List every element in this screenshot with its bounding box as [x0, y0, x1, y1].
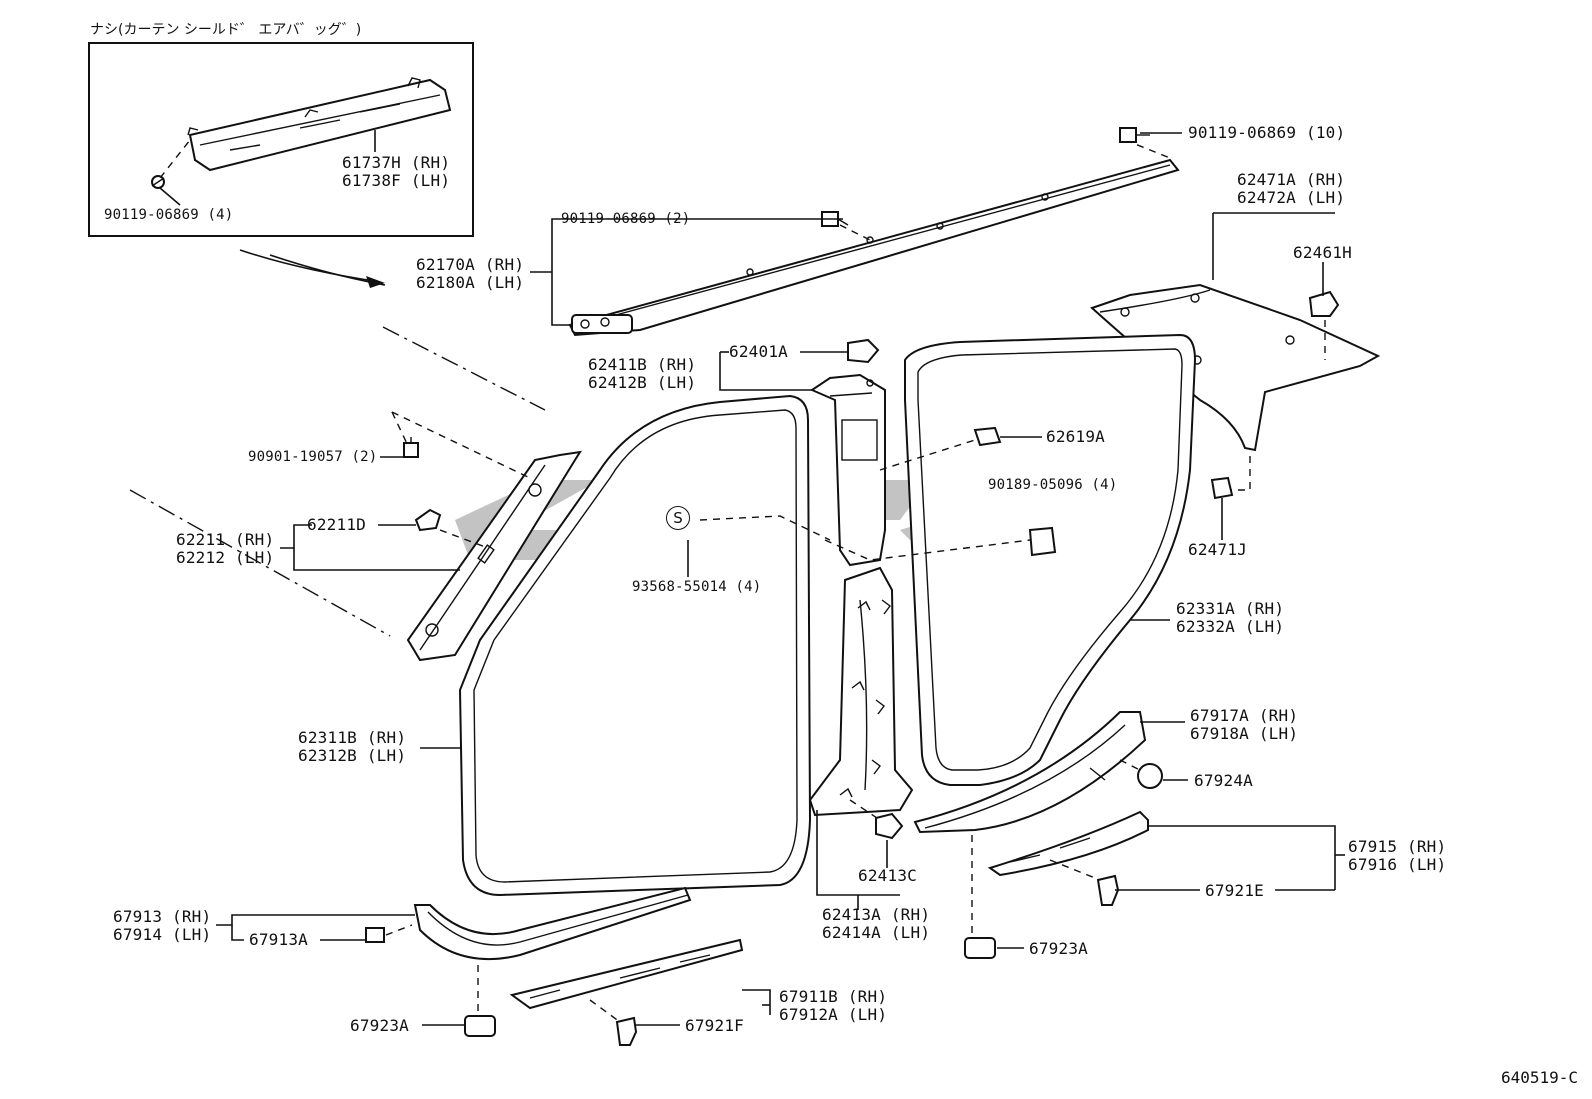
front-scuff-cover — [509, 938, 744, 1010]
s-symbol-marker: S — [666, 506, 690, 530]
center-pillar-lower-garnish — [808, 566, 914, 817]
label-62311b-block: 62311B (RH) 62312B (LH) — [298, 729, 406, 765]
part-number-67917a: 67917A (RH) — [1190, 706, 1299, 725]
clip-62413c — [875, 812, 904, 840]
part-number-62312b: 62312B (LH) — [298, 746, 407, 765]
part-number-62411b: 62411B (RH) — [588, 355, 697, 374]
part-number-62212: 62212 (LH) — [176, 548, 275, 567]
part-number-62211d: 62211D — [307, 515, 366, 534]
label-62411b-block: 62411B (RH) 62412B (LH) — [588, 356, 696, 392]
clip-62619a — [973, 426, 1002, 447]
part-number-62472a: 62472A (LH) — [1237, 188, 1346, 207]
rear-door-scuff-plate — [913, 711, 1147, 834]
part-number-62413c: 62413C — [858, 866, 917, 885]
part-number-90119-10: 90119-06869 (10) — [1188, 123, 1346, 142]
part-number-62413a: 62413A (RH) — [822, 905, 931, 924]
part-number-67913: 67913 (RH) — [113, 907, 212, 926]
part-number-67911b: 67911B (RH) — [779, 987, 888, 1006]
part-number-90119-inset: 90119-06869 (4) — [104, 207, 234, 223]
label-62471a-block: 62471A (RH) 62472A (LH) — [1237, 171, 1345, 207]
part-number-61737h: 61737H (RH) — [342, 153, 451, 172]
leader-lines — [159, 132, 1345, 1026]
clip-90189 — [1028, 526, 1057, 557]
label-62170a-block: 62170A (RH) 62180A (LH) — [416, 256, 524, 292]
center-pillar-upper-garnish — [809, 373, 886, 567]
part-number-90189-05096: 90189-05096 (4) — [988, 477, 1118, 493]
part-number-62332a: 62332A (LH) — [1176, 617, 1285, 636]
label-67913-block: 67913 (RH) 67914 (LH) — [113, 908, 211, 944]
part-number-62331a: 62331A (RH) — [1176, 599, 1285, 618]
part-number-67924a: 67924A — [1194, 771, 1253, 790]
part-number-62211: 62211 (RH) — [176, 530, 275, 549]
part-number-67918a: 67918A (LH) — [1190, 724, 1299, 743]
part-number-62619a: 62619A — [1046, 427, 1105, 446]
part-number-62401a: 62401A — [729, 342, 788, 361]
label-62413a-block: 62413A (RH) 62414A (LH) — [822, 906, 930, 942]
part-number-62170a: 62170A (RH) — [416, 255, 525, 274]
part-number-67915: 67915 (RH) — [1348, 837, 1447, 856]
clip-62211d — [414, 508, 442, 532]
part-number-67921e: 67921E — [1205, 881, 1264, 900]
part-number-62471j: 62471J — [1188, 540, 1247, 559]
label-67917a-block: 67917A (RH) 67918A (LH) — [1190, 707, 1298, 743]
rear-scuff-cover — [987, 810, 1149, 877]
part-number-62180a: 62180A (LH) — [416, 273, 525, 292]
part-number-67923a-right: 67923A — [1029, 939, 1088, 958]
part-number-67923a-left: 67923A — [350, 1016, 409, 1035]
label-62211-block: 62211 (RH) 62212 (LH) — [176, 531, 274, 567]
part-number-93568-55014: 93568-55014 (4) — [632, 579, 762, 595]
curtain-rail-inset-part — [187, 77, 452, 172]
label-61737h-block: 61737H (RH) 61738F (LH) — [342, 154, 450, 190]
label-67911b-block: 67911B (RH) 67912A (LH) — [779, 988, 887, 1024]
label-62331a-block: 62331A (RH) 62332A (LH) — [1176, 600, 1284, 636]
part-number-67916: 67916 (LH) — [1348, 855, 1447, 874]
bolt-rail-top — [1119, 127, 1150, 143]
part-number-62414a: 62414A (LH) — [822, 923, 931, 942]
front-door-scuff-plate — [413, 886, 692, 961]
part-number-62412b: 62412B (LH) — [588, 373, 697, 392]
inset-bolt — [151, 175, 165, 189]
inset-frame — [88, 42, 474, 237]
front-pillar-garnish — [406, 450, 582, 662]
part-number-67912a: 67912A (LH) — [779, 1005, 888, 1024]
screw-90901 — [403, 437, 419, 458]
part-number-90119-2: 90119-06869 (2) — [561, 211, 691, 227]
part-number-61738f: 61738F (LH) — [342, 171, 451, 190]
part-number-67921f: 67921F — [685, 1016, 744, 1035]
front-door-opening-trim — [458, 394, 812, 897]
label-67915-block: 67915 (RH) 67916 (LH) — [1348, 838, 1446, 874]
clip-62471j — [1210, 476, 1234, 500]
clip-67921f — [615, 1016, 638, 1046]
rear-door-opening-trim — [904, 333, 1197, 786]
inset-note: ナシ(カーテン シールド゛ エアバ゛ッグ゛) — [90, 22, 362, 38]
clip-67923a-left — [464, 1015, 496, 1037]
clip-67913a — [365, 927, 385, 943]
clip-62401a — [847, 338, 880, 364]
roof-side-rail — [568, 158, 1180, 337]
part-number-62471a: 62471A (RH) — [1237, 170, 1346, 189]
figure-code: 640519-C — [1500, 1068, 1578, 1087]
clip-67923a-right — [964, 937, 996, 959]
part-number-62311b: 62311B (RH) — [298, 728, 407, 747]
part-number-62461h: 62461H — [1293, 243, 1352, 262]
part-number-90901-19057: 90901-19057 (2) — [248, 449, 378, 465]
clip-62461h — [1308, 290, 1340, 317]
part-number-67914: 67914 (LH) — [113, 925, 212, 944]
clip-67924a — [1137, 763, 1163, 789]
clip-67921e — [1096, 874, 1120, 906]
part-number-67913a: 67913A — [249, 930, 308, 949]
